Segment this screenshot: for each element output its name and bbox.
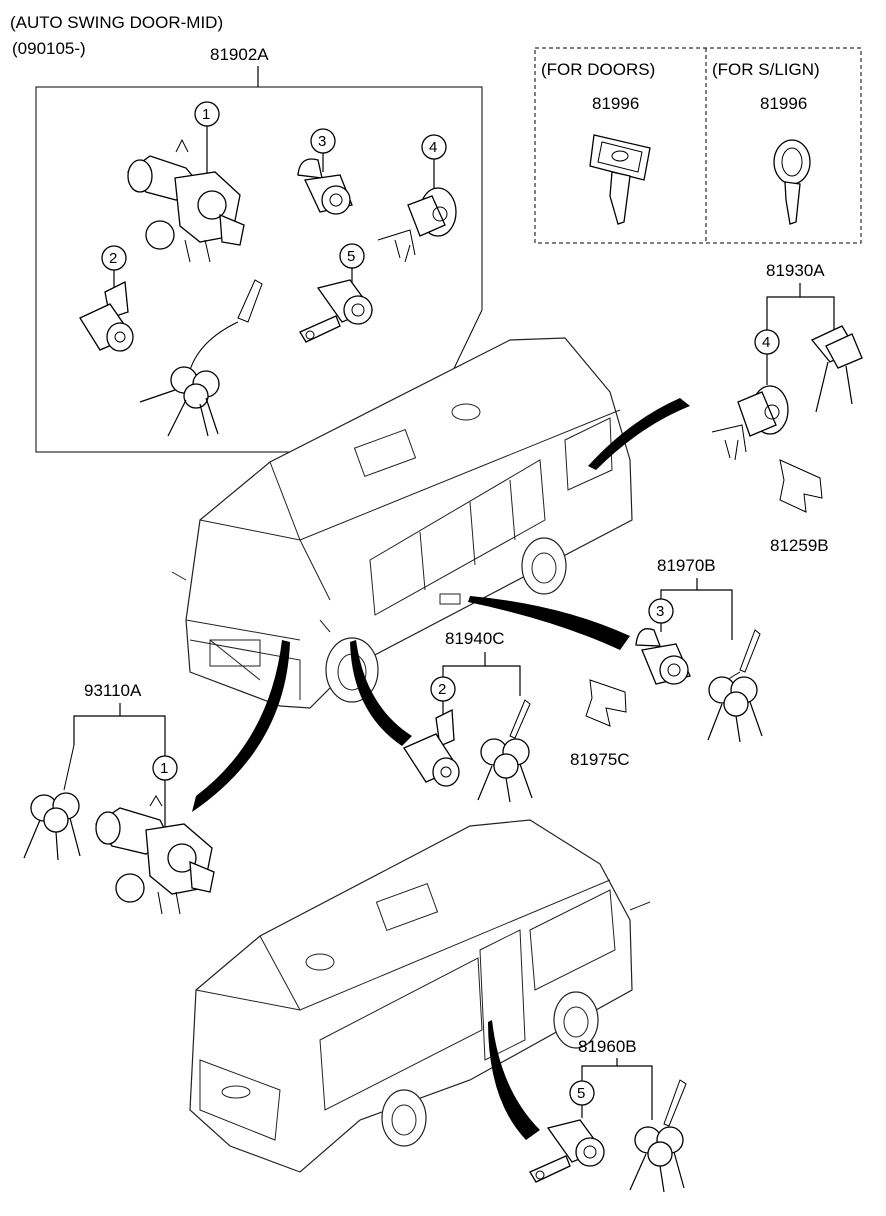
part-label-81940C[interactable]: 81940C xyxy=(445,629,505,648)
callout-number: 2 xyxy=(438,681,446,698)
tailgate-key-pair[interactable] xyxy=(810,325,863,413)
callout-number: 3 xyxy=(656,603,664,620)
door-lock-cylinder-assembly[interactable]: 3 xyxy=(635,598,691,685)
door-key-blank[interactable] xyxy=(589,134,651,225)
part-label-81996-slign[interactable]: 81996 xyxy=(760,94,807,113)
tailgate-lock-assembly[interactable]: 4 xyxy=(711,329,789,461)
bus-illustration-lower xyxy=(189,819,651,1173)
arrow-to-93110A xyxy=(192,640,290,812)
bracket-81259B-part[interactable] xyxy=(779,459,823,513)
tailgate-lock-part[interactable]: 4 xyxy=(377,134,457,263)
lock-cylinder-lever-assembly[interactable]: 5 xyxy=(529,1080,605,1183)
callout-number: 4 xyxy=(762,334,770,351)
callout-number: 1 xyxy=(202,106,210,123)
diagram-subtitle: (090105-) xyxy=(12,39,86,58)
part-label-93110A[interactable]: 93110A xyxy=(84,681,142,700)
arrow-to-81930A xyxy=(588,398,690,470)
box-header-for-doors: (FOR DOORS) xyxy=(541,60,655,79)
lock-cylinder-lever-part[interactable]: 5 xyxy=(299,243,374,343)
part-label-81930A[interactable]: 81930A xyxy=(766,261,825,280)
door-key-set-81940C[interactable] xyxy=(477,699,533,803)
part-label-81902A[interactable]: 81902A xyxy=(210,45,269,64)
box-header-for-slign: (FOR S/LIGN) xyxy=(712,60,820,79)
ignition-lock-part[interactable]: 1 xyxy=(127,101,245,263)
part-label-81259B[interactable]: 81259B xyxy=(770,536,829,555)
part-label-81975C[interactable]: 81975C xyxy=(570,750,630,769)
arrow-to-81940C xyxy=(350,640,412,746)
keys-box-outline xyxy=(534,47,862,244)
arrow-to-81960B xyxy=(488,1020,540,1140)
door-lock-assembly-81940C[interactable]: 2 xyxy=(403,676,460,787)
arrow-to-81970B xyxy=(468,596,630,650)
diagram-title: (AUTO SWING DOOR-MID) xyxy=(10,13,223,32)
ignition-key-set[interactable] xyxy=(23,744,81,861)
bracket-81975C-part[interactable] xyxy=(585,679,627,727)
bus-illustration-upper xyxy=(171,337,633,709)
callout-number: 2 xyxy=(109,250,117,267)
callout-number: 1 xyxy=(160,760,168,777)
key-set-part[interactable] xyxy=(139,279,263,437)
door-lock-cylinder-part[interactable]: 3 xyxy=(297,128,353,215)
slign-key-blank[interactable] xyxy=(773,139,811,225)
part-label-81960B[interactable]: 81960B xyxy=(578,1037,637,1056)
part-label-81970B[interactable]: 81970B xyxy=(657,556,716,575)
callout-number: 5 xyxy=(577,1085,585,1102)
callout-number: 3 xyxy=(318,133,326,150)
door-key-set-81970B[interactable] xyxy=(707,629,763,743)
callout-number: 5 xyxy=(347,248,355,265)
key-set-81960B[interactable] xyxy=(629,1079,687,1193)
callout-number: 4 xyxy=(429,139,437,156)
part-label-81996-doors[interactable]: 81996 xyxy=(592,94,639,113)
door-lock-part[interactable]: 2 xyxy=(79,245,134,352)
ignition-lock-assembly[interactable]: 1 xyxy=(95,755,215,915)
